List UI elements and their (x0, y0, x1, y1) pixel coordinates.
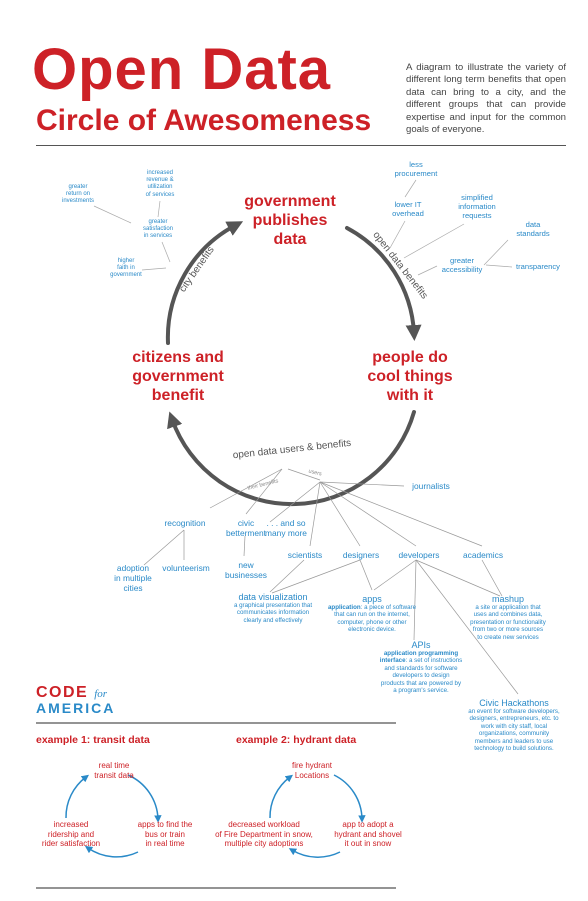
output-apps: apps application: a piece of software th… (327, 594, 417, 634)
page-subtitle: Circle of Awesomeness (36, 104, 372, 137)
output-civic-hackathons: Civic Hackathons an event for software d… (468, 698, 560, 753)
node-journalists: journalists (412, 481, 450, 491)
benefit-increased-revenue: increased revenue & utilization of servi… (145, 170, 175, 198)
benefit-greater-return: greater return on investments (61, 184, 94, 205)
page-title: Open Data (32, 37, 332, 102)
output-data-visualization: data visualization a graphical presentat… (233, 592, 313, 624)
ex2-arc-bottom (288, 848, 341, 858)
benefit-greater-satisfaction: greater satisfaction in services (142, 219, 173, 240)
example-1-right: apps to find the bus or train in real ti… (137, 820, 193, 849)
ex1-arc-left (65, 774, 89, 819)
node-and-so-many-more: . . . and so many more (265, 518, 307, 538)
ex2-arc-left (269, 774, 293, 819)
example-2-heading: example 2: hydrant data (236, 734, 357, 746)
benefit-simplified-requests: simplified information requests (458, 193, 496, 220)
node-academics: academics (462, 550, 504, 560)
header-divider (36, 145, 566, 147)
output-apis: APIs application programming interface: … (379, 640, 463, 695)
benefit-greater-accessibility: greater accessibility (441, 256, 483, 274)
stage-government-publishes: government publishes data (244, 193, 336, 248)
example-2-top: fire hydrant Locations (291, 761, 333, 780)
example-1-left: increased ridership and rider satisfacti… (41, 820, 101, 849)
node-adoption: adoption in multiple cities (114, 563, 152, 593)
node-scientists: scientists (287, 550, 323, 560)
logo-america: AMERICA (36, 700, 116, 716)
arc-users-benefits (167, 410, 416, 507)
node-volunteerism: volunteerism (162, 563, 210, 573)
example-1-top: real time transit data (94, 761, 134, 780)
benefit-lower-it-overhead: lower IT overhead (392, 200, 424, 218)
node-recognition: recognition (164, 518, 206, 528)
ex1-arc-right (127, 774, 162, 823)
example-1-heading: example 1: transit data (36, 734, 150, 746)
benefit-higher-faith: higher faith in government (110, 258, 142, 279)
stage-people-do-cool-things: people do cool things with it (367, 349, 453, 404)
node-developers: developers (398, 550, 440, 560)
node-civic-betterment: civic betterment (225, 518, 267, 538)
benefit-data-standards: data standards (516, 220, 550, 238)
arc-open-data-benefits (345, 226, 422, 341)
arc-city-benefits (165, 221, 244, 345)
logo-code-for: CODE for (36, 684, 108, 701)
benefit-less-procurement: less procurement (394, 160, 438, 178)
ex1-arc-bottom (84, 845, 139, 858)
benefit-transparency: transparency (516, 262, 560, 271)
example-2-right: app to adopt a hydrant and shovel it out… (334, 820, 402, 849)
ex2-arc-right (333, 774, 366, 823)
output-mashup: mashup a site or application that uses a… (470, 594, 546, 641)
stage-citizens-benefit: citizens and government benefit (132, 349, 224, 404)
intro-text: A diagram to illustrate the variety of d… (406, 62, 566, 136)
node-new-businesses: new businesses (225, 560, 267, 580)
node-designers: designers (342, 550, 380, 560)
example-2-left: decreased workload of Fire Department in… (215, 820, 313, 849)
